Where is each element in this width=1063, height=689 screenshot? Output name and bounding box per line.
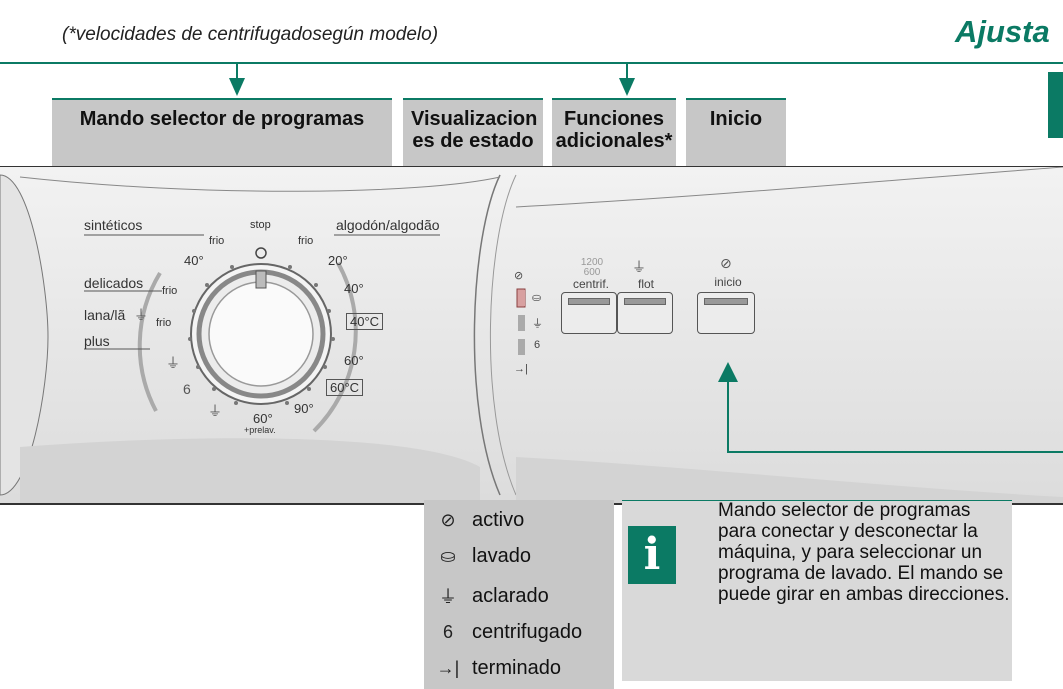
arrow-down-program: [229, 78, 245, 96]
header-status-display-label: Visualizacion es de estado: [411, 108, 538, 152]
status-lavado-icon: ⛀: [532, 292, 542, 304]
temp-40-left: 40°: [184, 253, 204, 268]
arrow-up-inicio: [718, 362, 738, 382]
program-sinteticos: sintéticos: [84, 217, 143, 233]
label-frio-left: frio: [209, 235, 225, 247]
legend-row: →| terminado: [424, 654, 614, 682]
header-status-display: Visualizacion es de estado: [403, 98, 543, 166]
temp-60-bottom: 60°: [253, 411, 273, 426]
info-text: Mando selector de programas para conecta…: [718, 500, 1010, 605]
flot-label: flot: [637, 277, 654, 291]
status-legend: ⊘ activo ⛀ lavado ⏚ aclarado 6 centrifug…: [424, 500, 614, 689]
centrif-button[interactable]: [561, 292, 617, 334]
program-algodon: algodón/algodão: [336, 217, 440, 233]
centrif-speed-mid: 600: [583, 267, 601, 278]
top-divider: [0, 62, 1063, 64]
status-centrifugado-icon: 6: [534, 339, 541, 351]
program-delicados: delicados: [84, 275, 144, 291]
panel-outline: [0, 167, 1063, 503]
flot-icon: ⏚: [632, 259, 646, 275]
flot-button-slot: [624, 298, 666, 305]
status-activo-icon: ⊘: [514, 270, 524, 282]
arrow-stem-inicio: [727, 378, 729, 452]
legend-row: ⏚ aclarado: [424, 582, 614, 610]
centrif-button-slot: [568, 298, 610, 305]
flot-button[interactable]: [617, 292, 673, 334]
arrow-stem-functions: [626, 62, 628, 86]
label-frio-right: frio: [298, 235, 314, 247]
terminado-icon: →|: [436, 657, 460, 678]
status-centrifugado-led: [518, 339, 525, 355]
lavado-icon: ⛀: [440, 545, 456, 566]
spin-icon-dial: 6: [183, 381, 191, 397]
legend-label: lavado: [472, 544, 531, 567]
temp-40c: 40°C: [346, 313, 384, 330]
header-start-label: Inicio: [709, 108, 763, 130]
legend-row: 6 centrifugado: [424, 618, 614, 646]
control-panel: sintéticos stop algodón/algodão frio fri…: [0, 166, 1063, 505]
legend-row: ⊘ activo: [424, 506, 614, 534]
arrow-horizontal-inicio: [727, 451, 1063, 453]
temp-60-right: 60°: [344, 353, 364, 368]
status-aclarado-led: [518, 315, 525, 331]
green-side-tab: [1048, 72, 1063, 138]
inicio-button[interactable]: [697, 292, 755, 334]
info-box: [622, 500, 1012, 681]
info-icon: i: [628, 526, 676, 584]
temp-90: 90°: [294, 401, 314, 416]
rinse-icon-dial-bottom: ⏚: [208, 403, 222, 419]
status-aclarado-icon: ⏚: [532, 318, 543, 330]
arrow-down-functions: [619, 78, 635, 96]
label-frio-lana: frio: [156, 317, 172, 329]
wool-icon: ⏚: [134, 307, 148, 323]
legend-label: centrifugado: [472, 620, 583, 643]
inicio-icon: ⊘: [720, 255, 732, 271]
speed-footnote: (*velocidades de centrifugadosegún model…: [62, 24, 439, 45]
legend-row: ⛀ lavado: [424, 542, 614, 570]
rinse-icon-dial: ⏚: [166, 355, 180, 371]
section-title: Ajusta: [955, 14, 1050, 49]
label-prelav: +prelav.: [244, 425, 276, 435]
inicio-label: inicio: [714, 275, 742, 289]
legend-label: activo: [472, 508, 525, 531]
header-extra-functions-label: Funciones adicionales*: [555, 108, 673, 152]
label-frio-delicados: frio: [162, 285, 178, 297]
header-start: Inicio: [686, 98, 786, 166]
activo-icon: ⊘: [440, 509, 456, 530]
arrow-stem-program: [236, 62, 238, 86]
program-lana: lana/lã: [84, 307, 126, 323]
centrif-label: centrif.: [572, 277, 609, 291]
status-terminado-icon: →|: [514, 363, 528, 375]
label-stop: stop: [250, 219, 271, 231]
temp-40-right: 40°: [344, 281, 364, 296]
program-selector-knob[interactable]: [191, 264, 331, 404]
header-extra-functions: Funciones adicionales*: [552, 98, 676, 166]
legend-label: terminado: [472, 656, 561, 679]
status-lavado-led: [518, 290, 525, 306]
centrifugado-icon: 6: [442, 621, 453, 642]
program-plus: plus: [84, 333, 110, 349]
aclarado-icon: ⏚: [439, 587, 457, 607]
inicio-button-slot: [704, 298, 748, 305]
legend-label: aclarado: [472, 584, 549, 607]
centrif-speed-top: 1200: [580, 257, 604, 268]
temp-20: 20°: [328, 253, 348, 268]
header-program-selector: Mando selector de programas: [52, 98, 392, 166]
header-program-selector-label: Mando selector de programas: [79, 108, 365, 130]
temp-60c: 60°C: [326, 379, 364, 396]
